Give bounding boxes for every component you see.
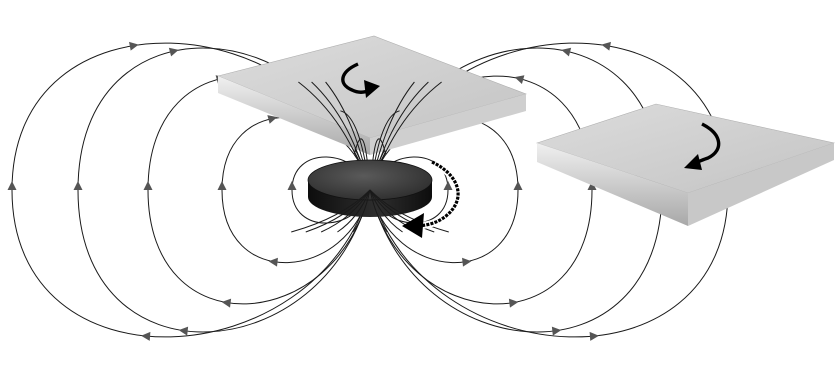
disc-magnet bbox=[307, 159, 433, 217]
field-arrowhead bbox=[178, 326, 189, 336]
field-arrowhead bbox=[462, 257, 472, 267]
field-arrowhead bbox=[268, 257, 278, 267]
field-lines-over-magnet bbox=[291, 189, 449, 233]
field-line-segment bbox=[320, 189, 371, 233]
field-line-segment bbox=[369, 189, 388, 233]
magnet-top-face bbox=[307, 159, 433, 201]
field-arrowhead bbox=[287, 181, 297, 191]
field-arrowhead bbox=[561, 47, 572, 57]
field-arrowhead bbox=[143, 181, 153, 191]
field-arrowhead bbox=[443, 181, 453, 191]
field-line bbox=[11, 42, 371, 338]
far-plate-front bbox=[537, 143, 688, 226]
field-arrowhead bbox=[508, 298, 519, 308]
field-arrowhead bbox=[168, 47, 179, 57]
field-line-segment bbox=[291, 189, 371, 233]
near-plate-front bbox=[218, 76, 370, 155]
far-plate-side bbox=[688, 143, 834, 226]
near-plate-rotation-arrow bbox=[341, 62, 380, 98]
field-arrowhead bbox=[73, 180, 83, 191]
field-arrowhead bbox=[141, 331, 151, 341]
near-plate-side bbox=[370, 94, 526, 155]
field-line-segment bbox=[369, 189, 403, 233]
far-plate bbox=[536, 103, 836, 226]
field-arrowhead bbox=[267, 115, 278, 124]
magnet-rotation-arrow bbox=[402, 158, 462, 238]
field-arrowhead bbox=[221, 298, 232, 308]
far-plate-rotation-arrow bbox=[684, 122, 721, 170]
field-arrowhead bbox=[587, 180, 597, 191]
field-line-segment bbox=[305, 189, 371, 233]
field-line-segment bbox=[352, 189, 371, 233]
field-line-segment bbox=[369, 189, 435, 233]
field-line-segment bbox=[369, 189, 449, 233]
field-arrowhead bbox=[513, 181, 523, 191]
field-arrowhead bbox=[589, 331, 599, 341]
field-arrowhead bbox=[129, 41, 139, 51]
near-plate bbox=[217, 35, 527, 155]
field-arrowhead bbox=[514, 75, 525, 84]
field-arrowhead bbox=[601, 41, 611, 51]
field-arrowhead bbox=[551, 326, 562, 336]
field-arrowhead bbox=[7, 180, 17, 191]
field-arrowhead bbox=[217, 181, 227, 191]
field-line-segment bbox=[337, 189, 371, 233]
